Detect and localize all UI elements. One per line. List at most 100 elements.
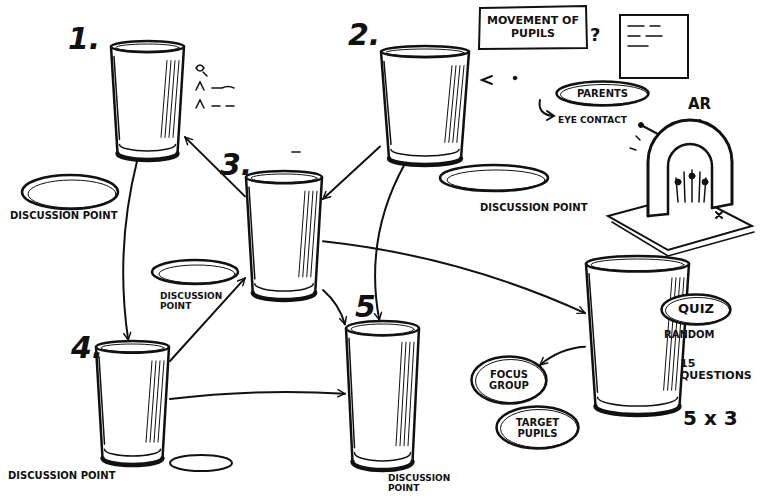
station-number: 3. bbox=[220, 148, 264, 181]
note-scribble bbox=[628, 26, 662, 46]
sketch-note: ? bbox=[590, 25, 610, 45]
station-note: 5 x 3 bbox=[683, 407, 753, 429]
node-label: FOCUS GROUP bbox=[473, 369, 545, 391]
cup-rim-inner bbox=[251, 174, 317, 182]
scribble bbox=[196, 82, 234, 90]
cup-shading bbox=[396, 342, 414, 446]
node-label: TARGET PUPILS bbox=[498, 417, 577, 439]
sketch-note: DISCUSSION POINT bbox=[480, 202, 620, 213]
cup-shading bbox=[445, 66, 464, 143]
ar-magnet bbox=[648, 120, 732, 216]
ellipse-stroke bbox=[662, 295, 731, 325]
sketch-note: EYE CONTACT bbox=[558, 116, 648, 126]
cup-shading bbox=[114, 57, 120, 140]
discussion-pad bbox=[159, 265, 235, 283]
ar-platform-edge bbox=[612, 222, 754, 256]
scribble bbox=[196, 65, 207, 76]
cup-shading bbox=[384, 62, 391, 145]
sketch-note: AR bbox=[688, 96, 728, 113]
ar-dot bbox=[675, 179, 681, 185]
hook-arrow bbox=[540, 100, 553, 116]
flow-arrow bbox=[170, 278, 245, 361]
station-number: 5 bbox=[355, 290, 395, 323]
cup-base bbox=[389, 158, 461, 165]
cup-base bbox=[103, 458, 163, 465]
cup-side bbox=[96, 347, 169, 458]
cup-strokes bbox=[346, 321, 419, 470]
note-box bbox=[620, 15, 688, 78]
sketch-note: RANDOM bbox=[664, 329, 734, 340]
flow-arrow bbox=[185, 137, 245, 196]
sketch-note: DISCUSSION POINT bbox=[8, 470, 168, 481]
cup-outline bbox=[380, 45, 470, 165]
cup-rim bbox=[346, 321, 419, 336]
flow-arrow bbox=[540, 347, 585, 365]
cup-rim bbox=[246, 171, 322, 183]
cup-rim-inner bbox=[101, 344, 164, 352]
ar-mark bbox=[716, 212, 722, 218]
node-label: QUIZ bbox=[678, 302, 714, 316]
discussion-pad bbox=[447, 170, 545, 190]
note-ellipse: PARENTS bbox=[555, 80, 650, 107]
cup-rim bbox=[381, 46, 469, 57]
ar-dot bbox=[702, 179, 708, 185]
station-number: 4. bbox=[71, 331, 115, 364]
discussion-pad bbox=[22, 175, 118, 209]
node-text-area: MOVEMENT OF PUPILS bbox=[478, 5, 588, 50]
cup-rim-inner bbox=[116, 44, 179, 51]
cup-outline bbox=[245, 170, 323, 300]
pointer-head bbox=[676, 141, 685, 149]
station-cup: 2. bbox=[380, 45, 470, 165]
sketch-note: DISCUSSION POINT bbox=[388, 474, 468, 494]
scribble-mark bbox=[482, 76, 492, 84]
cup-base bbox=[118, 153, 178, 160]
cup-shading bbox=[589, 274, 598, 392]
node-text-area: TARGET PUPILS bbox=[495, 405, 580, 450]
ellipse-stroke bbox=[472, 357, 547, 404]
cup-outline bbox=[110, 40, 185, 160]
cup-strokes bbox=[111, 41, 184, 160]
cup-side bbox=[111, 47, 184, 154]
cup-rim bbox=[586, 256, 689, 272]
station-cup: 3. bbox=[245, 170, 323, 300]
sketch-note: DISCUSSION POINT bbox=[10, 210, 180, 221]
cup-strokes bbox=[381, 46, 469, 165]
cup-base bbox=[353, 462, 413, 470]
note-ellipse: TARGET PUPILS bbox=[495, 405, 580, 450]
box-stroke bbox=[479, 6, 587, 49]
hook-arrow-head bbox=[547, 111, 554, 120]
flow-arrow bbox=[323, 241, 585, 313]
cup-shading bbox=[146, 361, 164, 442]
sketch-note: DISCUSSION POINT bbox=[160, 292, 244, 312]
ellipse-stroke bbox=[497, 407, 579, 449]
cup-base bbox=[253, 293, 315, 300]
station-number: 1. bbox=[68, 22, 112, 55]
node-label: MOVEMENT OF PUPILS bbox=[481, 15, 585, 39]
cup-base bbox=[596, 406, 680, 415]
cup-side bbox=[346, 328, 419, 462]
pointer-line bbox=[641, 125, 684, 148]
discussion-pad bbox=[28, 180, 116, 208]
cup-base-inner bbox=[391, 149, 459, 156]
node-text-area: PARENTS bbox=[555, 80, 650, 107]
node-text-area: FOCUS GROUP bbox=[470, 355, 548, 405]
cup-strokes bbox=[96, 341, 169, 465]
flow-arrow bbox=[323, 290, 345, 324]
ar-magnet-ends bbox=[648, 204, 732, 216]
ellipse-stroke-2 bbox=[666, 298, 730, 324]
ar-dot bbox=[689, 173, 695, 179]
ar-magnet-inner bbox=[668, 144, 712, 214]
flow-arrow bbox=[123, 160, 137, 340]
ellipse-stroke bbox=[557, 82, 649, 106]
flow-arrow bbox=[375, 165, 404, 320]
scribble-mark bbox=[292, 151, 300, 153]
node-label: PARENTS bbox=[577, 88, 628, 99]
cup-base-inner bbox=[255, 284, 313, 291]
station-cup: 1. bbox=[110, 40, 185, 160]
note-ellipse: QUIZ bbox=[660, 293, 732, 326]
scribble bbox=[196, 100, 234, 108]
cup-side bbox=[381, 52, 469, 159]
cup-base-inner bbox=[598, 397, 678, 406]
